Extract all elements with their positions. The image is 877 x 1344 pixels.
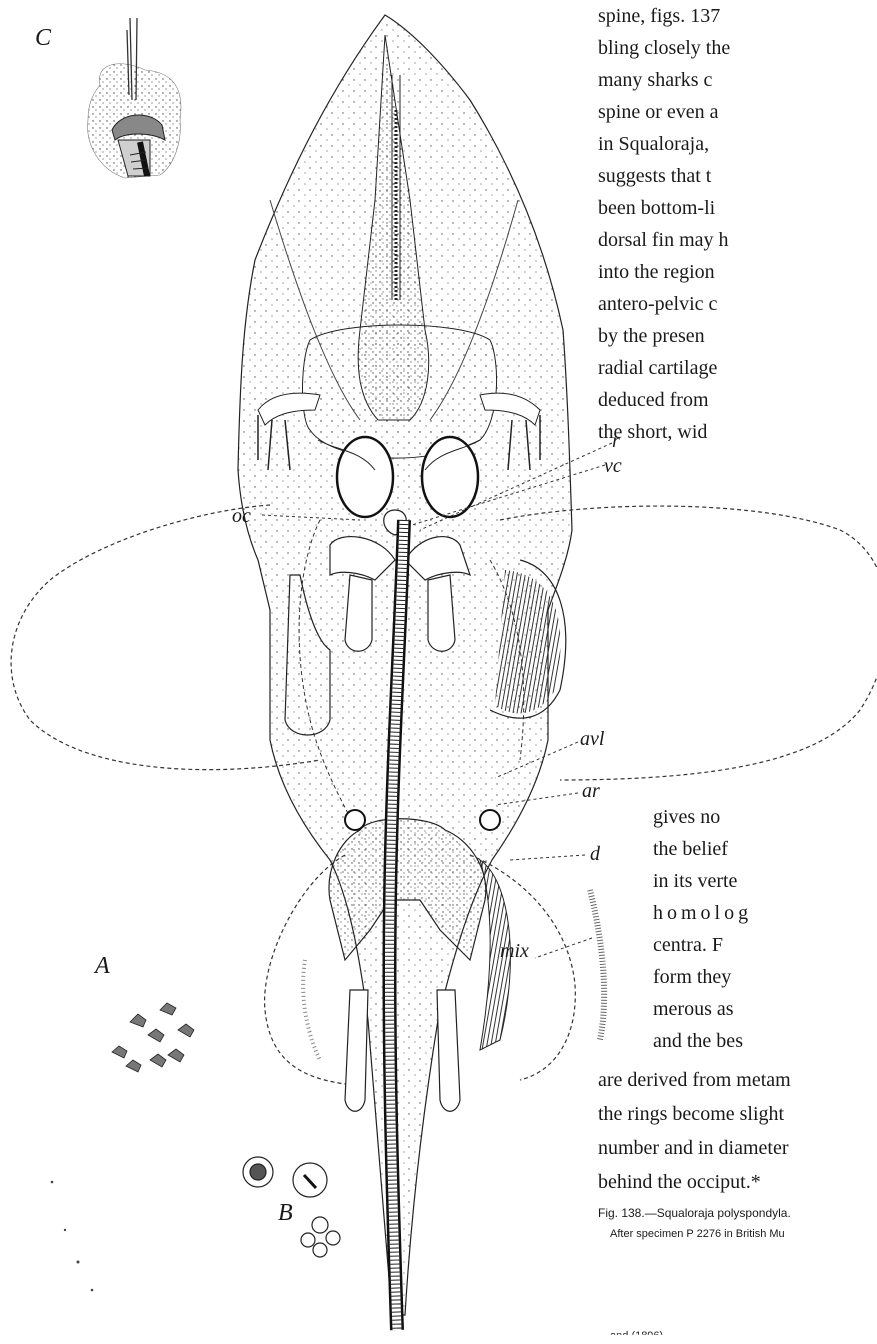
text-line: into the region <box>598 258 715 286</box>
text-line: the short, wid <box>598 418 707 446</box>
text-line: dorsal fin may h <box>598 226 729 254</box>
label-avl: avl <box>580 728 604 751</box>
margin-specks <box>51 1181 94 1292</box>
text-line: spine, figs. 137 <box>598 2 720 30</box>
text-line: many sharks c <box>598 66 712 94</box>
panel-label-a: A <box>95 953 110 980</box>
text-line: the belief <box>653 835 728 863</box>
text-line: number and in diameter <box>598 1134 789 1162</box>
text-line: homolog <box>653 899 752 927</box>
text-line: form they <box>653 963 731 991</box>
text-line: by the presen <box>598 322 705 350</box>
label-mix: mix <box>500 940 529 963</box>
text-line: radial cartilage <box>598 354 717 382</box>
text-line: been bottom-li <box>598 194 715 222</box>
text-line: deduced from <box>598 386 709 414</box>
panel-a-drawing <box>112 1003 194 1072</box>
panel-c-drawing <box>88 18 181 178</box>
text-line: spine or even a <box>598 98 719 126</box>
label-ar: ar <box>582 780 600 803</box>
text-line: the rings become slight <box>598 1100 784 1128</box>
caption-line-1: Fig. 138.—Squaloraja polyspondyla. <box>598 1206 791 1220</box>
text-line: gives no <box>653 803 720 831</box>
text-line: bling closely the <box>598 34 730 62</box>
caption-line-2: After specimen P 2276 in British Mu <box>610 1228 785 1240</box>
label-vc: vc <box>604 455 622 478</box>
label-oc: oc <box>232 505 251 528</box>
text-line: merous as <box>653 995 734 1023</box>
text-line: in its verte <box>653 867 737 895</box>
text-line: in Squaloraja, <box>598 130 709 158</box>
panel-label-c: C <box>35 25 51 52</box>
label-d: d <box>590 843 600 866</box>
text-line: suggests that t <box>598 162 711 190</box>
panel-label-b: B <box>278 1200 293 1227</box>
text-line: behind the occiput.* <box>598 1168 761 1196</box>
text-line: and the bes <box>653 1027 743 1055</box>
text-line: are derived from metam <box>598 1066 791 1094</box>
text-line: antero-pelvic c <box>598 290 717 318</box>
text-line: centra. F <box>653 931 723 959</box>
